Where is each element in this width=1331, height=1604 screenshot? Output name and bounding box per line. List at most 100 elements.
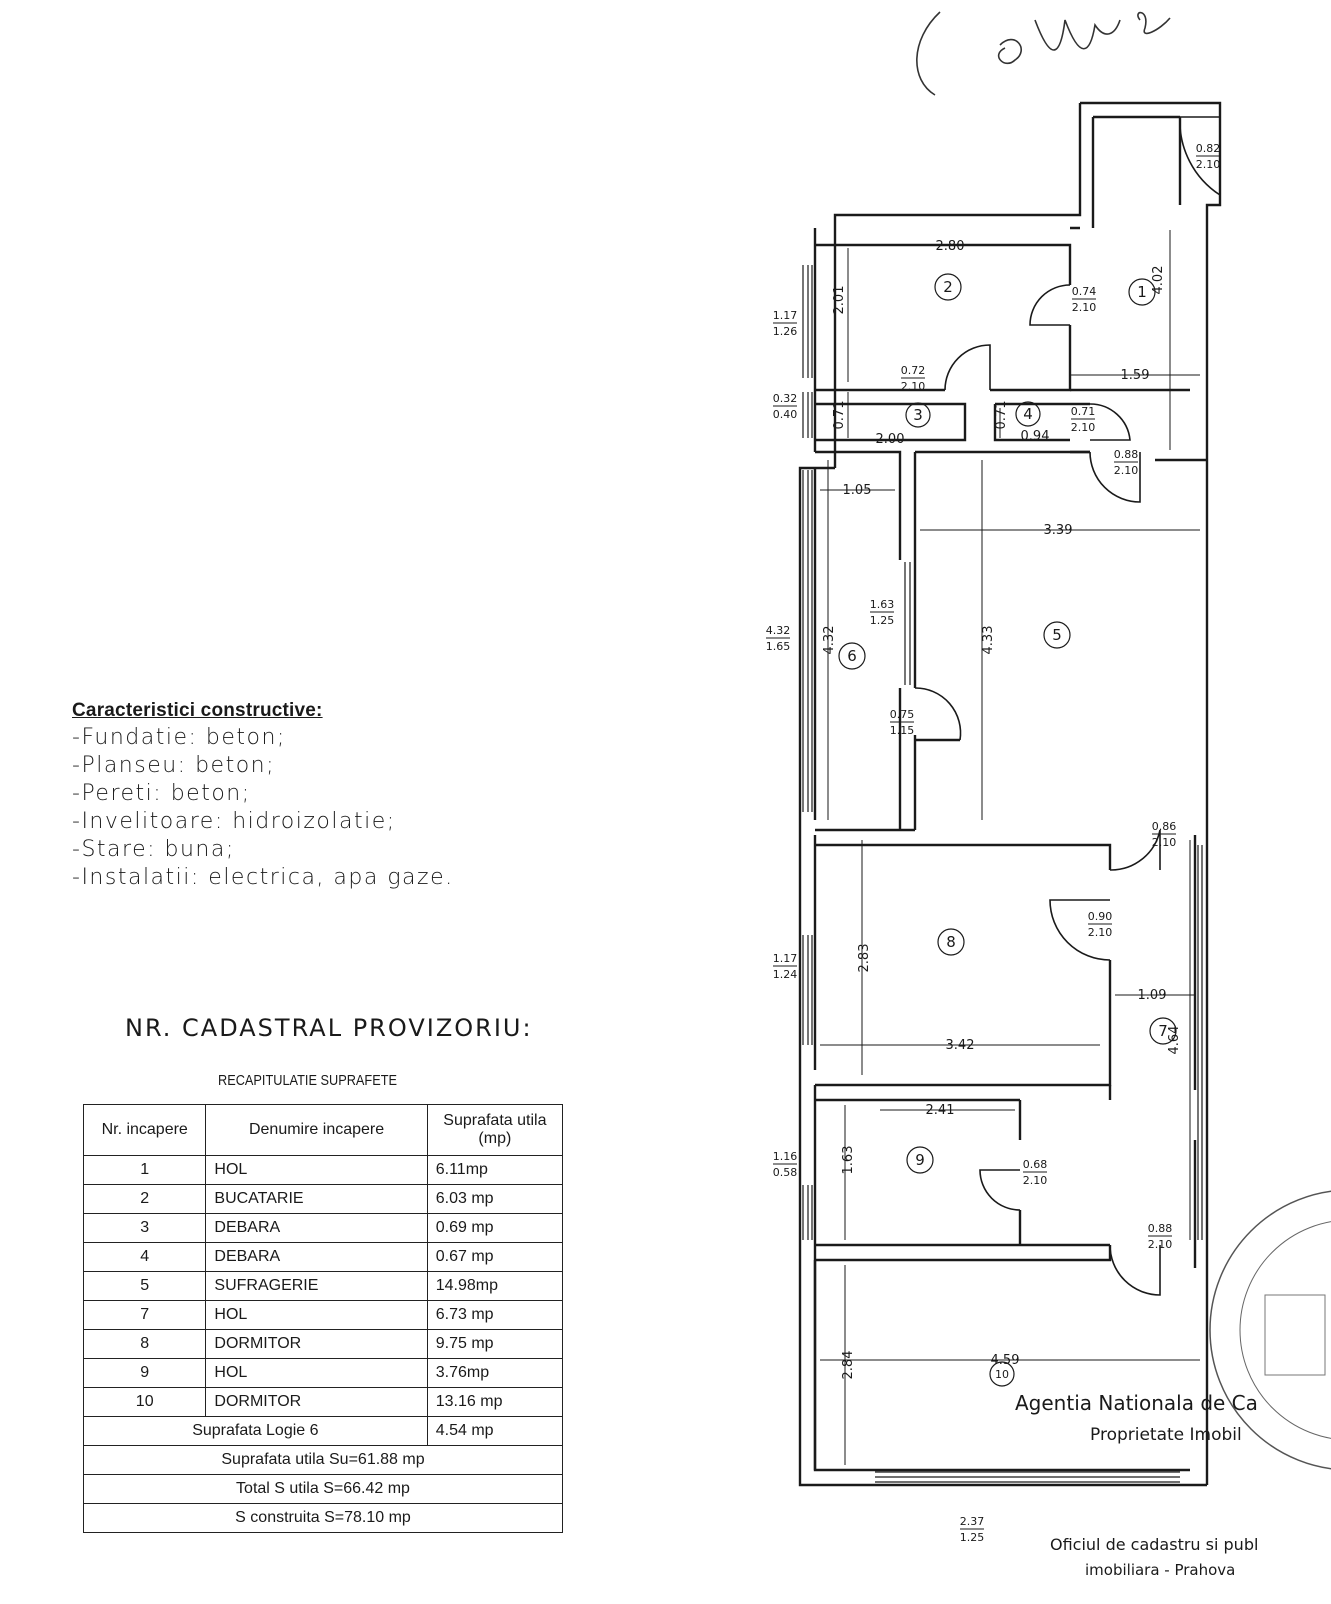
dim-text: 2.41 — [926, 1103, 955, 1118]
stamp-line: imobiliara - Prahova — [1085, 1561, 1235, 1579]
specs-list: -Fundatie: beton; -Planseu: beton; -Pere… — [72, 724, 454, 892]
svg-text:2.10: 2.10 — [1196, 158, 1221, 171]
dim-text: 0.71 — [832, 401, 847, 430]
total-row: Total S utila S=66.42 mp — [83, 1474, 563, 1504]
cell-name: DEBARA — [205, 1242, 428, 1272]
opening-label: 0.862.10 — [1152, 820, 1177, 849]
svg-text:0.58: 0.58 — [773, 1166, 798, 1179]
svg-text:0.68: 0.68 — [1023, 1158, 1048, 1171]
dim-text: 4.32 — [822, 626, 837, 655]
stamp-line: Proprietate Imobil — [1090, 1425, 1242, 1445]
svg-text:1.25: 1.25 — [870, 614, 895, 627]
floor-plan: 1 2 3 4 5 6 7 8 9 10 2.80 4.02 2.01 1.59… — [760, 0, 1331, 1600]
dim-text: 2.01 — [832, 286, 847, 315]
cell-nr: 1 — [82, 1155, 207, 1185]
dim-text: 2.83 — [857, 944, 872, 973]
dim-text: 2.80 — [936, 239, 965, 254]
construction-specs: Caracteristici constructive: -Fundatie: … — [72, 700, 454, 892]
dim-text: 4.59 — [991, 1353, 1020, 1368]
opening-label: 0.882.10 — [1148, 1222, 1173, 1251]
cell-nr: 5 — [82, 1271, 207, 1301]
cell-name: HOL — [205, 1155, 428, 1185]
svg-text:1.17: 1.17 — [773, 309, 798, 322]
opening-label: 0.722.10 — [901, 364, 926, 393]
cell-name: DORMITOR — [205, 1387, 428, 1417]
opening-label: 4.321.65 — [766, 624, 791, 653]
svg-text:0.40: 0.40 — [773, 408, 798, 421]
dim-text: 4.64 — [1167, 1026, 1182, 1055]
room-number-text: 1 2 3 4 5 6 7 8 9 10 — [847, 278, 1168, 1381]
svg-text:0.75: 0.75 — [890, 708, 915, 721]
cell-name: HOL — [205, 1358, 428, 1388]
svg-text:1.15: 1.15 — [890, 724, 915, 737]
dimension-lines — [820, 230, 1200, 1465]
svg-text:0.88: 0.88 — [1114, 448, 1139, 461]
signature-mark — [916, 11, 1171, 96]
cell-name: DORMITOR — [205, 1329, 428, 1359]
cell-nr: 2 — [82, 1184, 207, 1214]
col-header-name: Denumire incapere — [205, 1104, 428, 1156]
constructed-row: S construita S=78.10 mp — [83, 1503, 563, 1533]
opening-label: 0.82 2.10 — [1196, 142, 1221, 171]
opening-label: 0.75 1.15 — [890, 708, 915, 737]
svg-text:2.10: 2.10 — [1148, 1238, 1173, 1251]
svg-text:0.32: 0.32 — [773, 392, 798, 405]
opening-label: 0.742.10 — [1072, 285, 1097, 314]
svg-text:1.16: 1.16 — [773, 1150, 798, 1163]
room-number: 10 — [995, 1368, 1009, 1381]
official-stamp: Agentia Nationala de Ca Proprietate Imob… — [1015, 1190, 1331, 1579]
spec-item: -Pereti: beton; — [72, 781, 251, 806]
cell-area: 6.73 mp — [426, 1300, 564, 1330]
opening-label: 0.712.10 — [1071, 405, 1096, 434]
svg-text:1.63: 1.63 — [870, 598, 895, 611]
svg-text:2.10: 2.10 — [1088, 926, 1113, 939]
opening-label: 1.63 1.25 — [870, 598, 895, 627]
opening-label: 1.16 0.58 — [773, 1150, 798, 1179]
left-panel: Caracteristici constructive: -Fundatie: … — [0, 0, 620, 1600]
svg-text:0.74: 0.74 — [1072, 285, 1097, 298]
dim-text: 2.84 — [841, 1351, 856, 1380]
svg-text:1.25: 1.25 — [960, 1531, 985, 1544]
cell-name: BUCATARIE — [205, 1184, 428, 1214]
cell-area: 6.11mp — [426, 1155, 564, 1185]
spec-item: -Stare: buna; — [72, 837, 235, 862]
svg-text:1.24: 1.24 — [773, 968, 798, 981]
area-summary-table: Nr. incapere Denumire incapere Suprafata… — [82, 1104, 564, 1533]
dim-text: 2.00 — [876, 432, 905, 447]
room-number: 7 — [1158, 1022, 1168, 1040]
cell-area: 0.69 mp — [426, 1213, 564, 1243]
recap-title: RECAPITULATIE SUPRAFETE — [218, 1072, 398, 1089]
cell-area: 9.75 mp — [426, 1329, 564, 1359]
cell-nr: 9 — [82, 1358, 207, 1388]
svg-text:1.17: 1.17 — [773, 952, 798, 965]
specs-title: Caracteristici constructive: — [72, 700, 323, 721]
svg-text:2.10: 2.10 — [901, 380, 926, 393]
svg-text:2.10: 2.10 — [1071, 421, 1096, 434]
cell-nr: 8 — [82, 1329, 207, 1359]
opening-label: 1.17 1.24 — [773, 952, 798, 981]
svg-text:2.37: 2.37 — [960, 1515, 985, 1528]
dim-text: 1.05 — [843, 483, 872, 498]
opening-label: 0.88 2.10 — [1114, 448, 1139, 477]
walls — [798, 101, 1222, 1487]
cell-name: DEBARA — [205, 1213, 428, 1243]
dim-text: 3.42 — [946, 1038, 975, 1053]
opening-label: 0.90 2.10 — [1088, 910, 1113, 939]
cell-nr: 3 — [82, 1213, 207, 1243]
cell-name: HOL — [205, 1300, 428, 1330]
room-number: 1 — [1137, 283, 1147, 301]
svg-text:0.90: 0.90 — [1088, 910, 1113, 923]
col-header-area: Suprafata utila (mp) — [426, 1104, 564, 1156]
opening-label: 1.171.26 — [773, 309, 798, 338]
cell-name: SUFRAGERIE — [205, 1271, 428, 1301]
svg-text:2.10: 2.10 — [1114, 464, 1139, 477]
col-header-nr: Nr. incapere — [82, 1104, 207, 1156]
svg-text:0.82: 0.82 — [1196, 142, 1221, 155]
